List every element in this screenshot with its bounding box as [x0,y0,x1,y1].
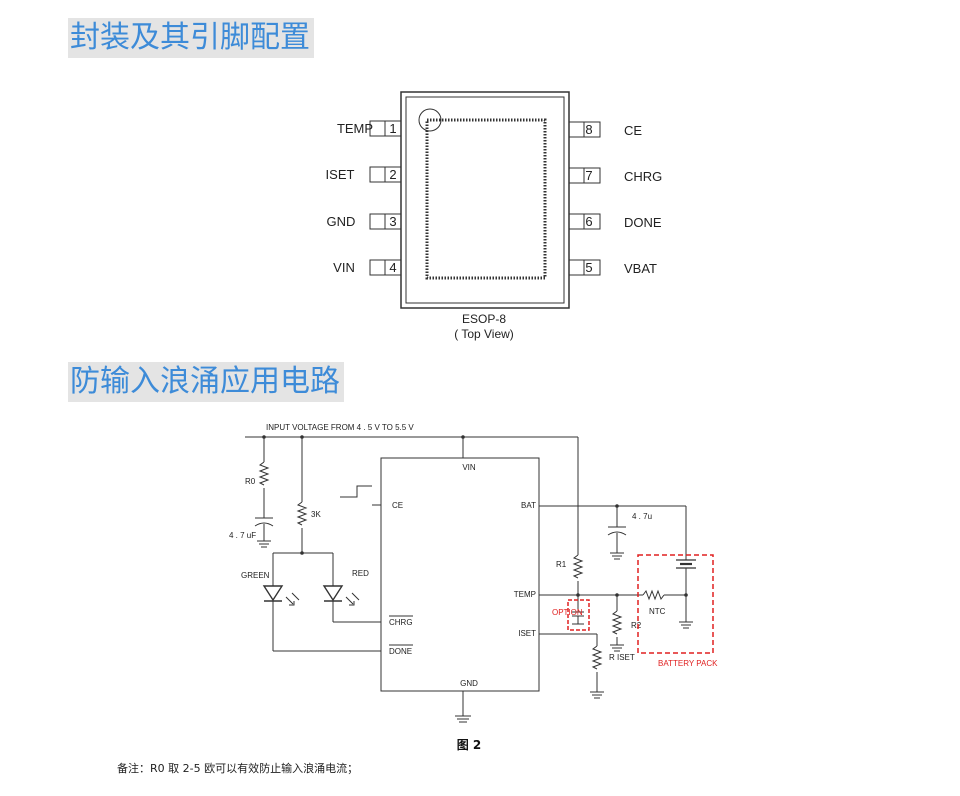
package-view: ( Top View) [454,327,514,341]
ic-pin-temp: TEMP [514,590,536,599]
pin1-marker [418,108,442,132]
heading-circuit: 防输入浪涌应用电路 [68,362,344,402]
left-pin-1: 1 TEMP [337,120,402,137]
package-diagram: 1 TEMP 2 ISET 3 GND 4 VIN 8 CE 7 CHRG [326,91,662,341]
battery-pack-box [637,554,714,654]
pin-label-gnd: GND [327,214,356,229]
input-voltage-label: INPUT VOLTAGE FROM 4 . 5 V TO 5.5 V [266,423,414,432]
r3k-label: 3K [311,510,321,519]
ntc-label: NTC [649,607,666,616]
left-pin-4: 4 VIN [333,259,402,276]
pin-number: 8 [585,122,592,137]
ic-pin-done: DONE [389,647,412,656]
ic-pin-chrg: CHRG [389,618,413,627]
ic-pin-gnd: GND [460,679,478,688]
pin-number: 3 [389,214,396,229]
r2-label: R2 [631,621,642,630]
ic-pin-vin: VIN [462,463,476,472]
right-pin-8: 8 CE [568,121,642,138]
led-green [262,585,284,602]
option-label: OPTION [552,608,583,617]
heading-pinout: 封装及其引脚配置 [68,18,314,58]
option-box [567,599,590,631]
resistor-iset [591,645,603,670]
led-red-label: RED [352,569,369,578]
pin-label-done: DONE [624,215,662,230]
battery-pack-label: BATTERY PACK [658,659,718,668]
riset-label: R ISET [609,653,635,662]
ic-pin-bat: BAT [521,501,536,510]
ic-pin-ce: CE [392,501,403,510]
r0-label: R0 [245,477,256,486]
pin-label-vin: VIN [333,260,355,275]
pin-label-iset: ISET [326,167,355,182]
resistor-r0 [258,461,270,486]
capacitor-out [607,531,627,536]
led-red [322,585,344,602]
footnote: 备注：R0 取 2-5 欧可以有效防止输入浪涌电流； [117,762,359,775]
figure-label: 图 2 [457,738,482,752]
r1-label: R1 [556,560,567,569]
resistor-3k [296,501,308,526]
package-name: ESOP-8 [462,312,506,326]
cout-label: 4 . 7u [632,512,652,521]
ntc-thermistor [642,589,665,601]
pin-label-chrg: CHRG [624,169,662,184]
right-pin-7: 7 CHRG [568,167,662,184]
pin-number: 5 [585,260,592,275]
pin-number: 1 [389,121,396,136]
led-green-label: GREEN [241,571,270,580]
resistor-r1 [572,554,584,579]
pin-number: 6 [585,214,592,229]
pin-number: 4 [389,260,396,275]
left-pin-2: 2 ISET [326,166,402,183]
charger-ic [380,457,540,692]
pin-label-vbat: VBAT [624,261,657,276]
pin-label-ce: CE [624,123,642,138]
right-pin-5: 5 VBAT [568,259,657,276]
pin-number: 7 [585,168,592,183]
right-pin-6: 6 DONE [568,213,662,230]
resistor-r2 [611,610,623,635]
package-body-inner [405,96,565,304]
ic-pin-iset: ISET [518,629,536,638]
package-body-outer [400,91,570,309]
left-pin-3: 3 GND [327,213,402,230]
pin-label-temp: TEMP [337,121,373,136]
ce-step-symbol [340,485,372,498]
pin-number: 2 [389,167,396,182]
cin-label: 4 . 7 uF [229,531,256,540]
schematic: INPUT VOLTAGE FROM 4 . 5 V TO 5.5 V VIN … [229,423,718,752]
